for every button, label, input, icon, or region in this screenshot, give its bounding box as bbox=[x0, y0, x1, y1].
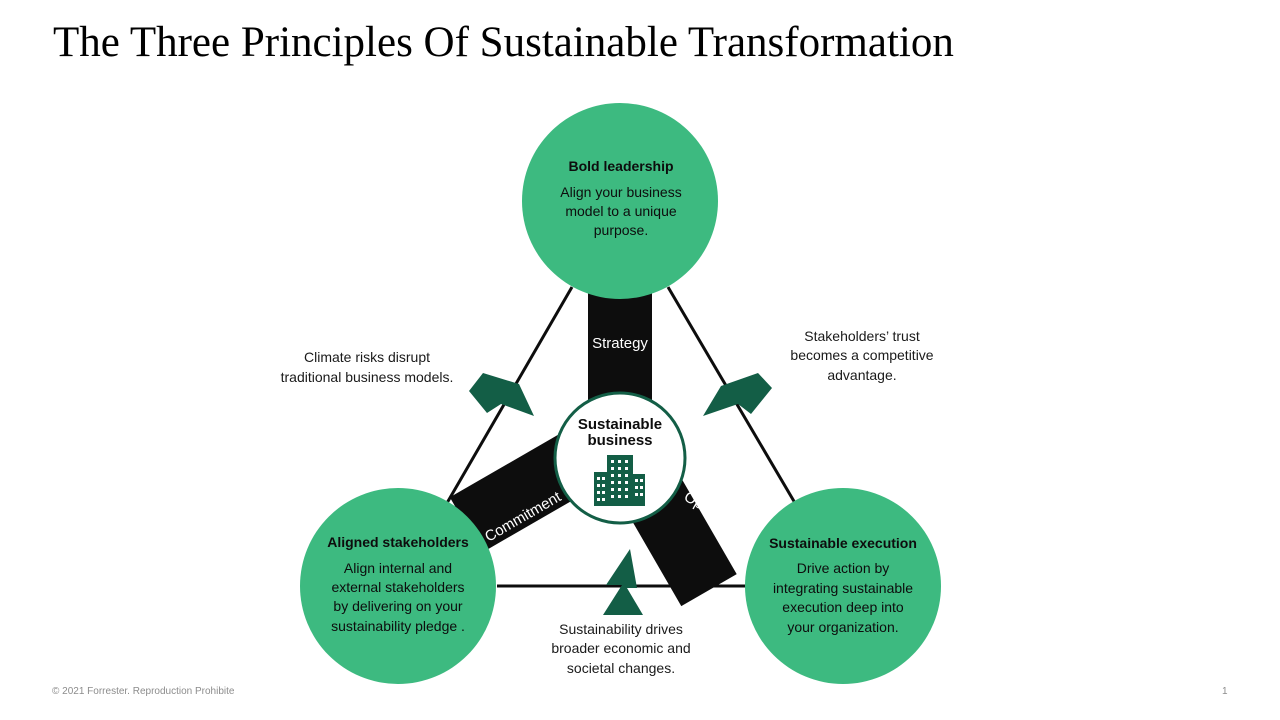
principle-circle-left bbox=[300, 488, 496, 684]
principle-line-right-2: integrating sustainable bbox=[773, 580, 913, 596]
principle-line-right-4: your organization. bbox=[787, 619, 898, 635]
note-left: Climate risks disrupt traditional busine… bbox=[281, 349, 454, 385]
principle-heading-top: Bold leadership bbox=[568, 158, 673, 174]
principle-line-left-4: sustainability pledge . bbox=[331, 618, 465, 634]
lightning-icon bbox=[603, 549, 643, 615]
note-right-line2: becomes a competitive bbox=[790, 347, 933, 363]
slide-title: The Three Principles Of Sustainable Tran… bbox=[53, 19, 954, 66]
note-left-line2: traditional business models. bbox=[281, 369, 454, 385]
footer-copyright: © 2021 Forrester. Reproduction Prohibite bbox=[52, 686, 235, 697]
note-bottom-line3: societal changes. bbox=[567, 660, 675, 676]
band-label-strategy: Strategy bbox=[592, 335, 648, 352]
lightning-icon bbox=[703, 373, 772, 416]
note-bottom: Sustainability drives broader economic a… bbox=[551, 621, 690, 676]
note-right: Stakeholders’ trust becomes a competitiv… bbox=[790, 328, 933, 383]
page-number: 1 bbox=[1222, 686, 1228, 697]
principle-line-top-1: Align your business bbox=[560, 184, 681, 200]
principle-line-left-1: Align internal and bbox=[344, 560, 452, 576]
principle-heading-right: Sustainable execution bbox=[769, 535, 917, 551]
principle-line-left-2: external stakeholders bbox=[331, 579, 464, 595]
principle-line-right-1: Drive action by bbox=[797, 560, 890, 576]
principle-heading-left: Aligned stakeholders bbox=[327, 534, 469, 550]
note-left-line1: Climate risks disrupt bbox=[304, 349, 430, 365]
principle-line-left-3: by delivering on your bbox=[333, 598, 463, 614]
note-right-line3: advantage. bbox=[827, 367, 896, 383]
principle-line-top-3: purpose. bbox=[594, 222, 648, 238]
principle-line-top-2: model to a unique bbox=[565, 203, 677, 219]
center-title-line2: business bbox=[587, 432, 652, 449]
center-title-line1: Sustainable bbox=[578, 416, 662, 433]
note-bottom-line2: broader economic and bbox=[551, 640, 690, 656]
lightning-icon bbox=[469, 373, 534, 416]
note-bottom-line1: Sustainability drives bbox=[559, 621, 683, 637]
strategy-band bbox=[588, 290, 652, 400]
principle-right: Sustainable execution Drive action by in… bbox=[745, 488, 941, 684]
principle-top: Bold leadership Align your business mode… bbox=[522, 103, 718, 299]
principle-circle-right bbox=[745, 488, 941, 684]
note-right-line1: Stakeholders’ trust bbox=[804, 328, 920, 344]
principle-line-right-3: execution deep into bbox=[782, 599, 904, 615]
building-windows bbox=[597, 460, 643, 501]
principle-left: Aligned stakeholders Align internal and … bbox=[300, 488, 496, 684]
center-node: Sustainable business bbox=[553, 391, 687, 525]
principle-circle-top bbox=[522, 103, 718, 299]
